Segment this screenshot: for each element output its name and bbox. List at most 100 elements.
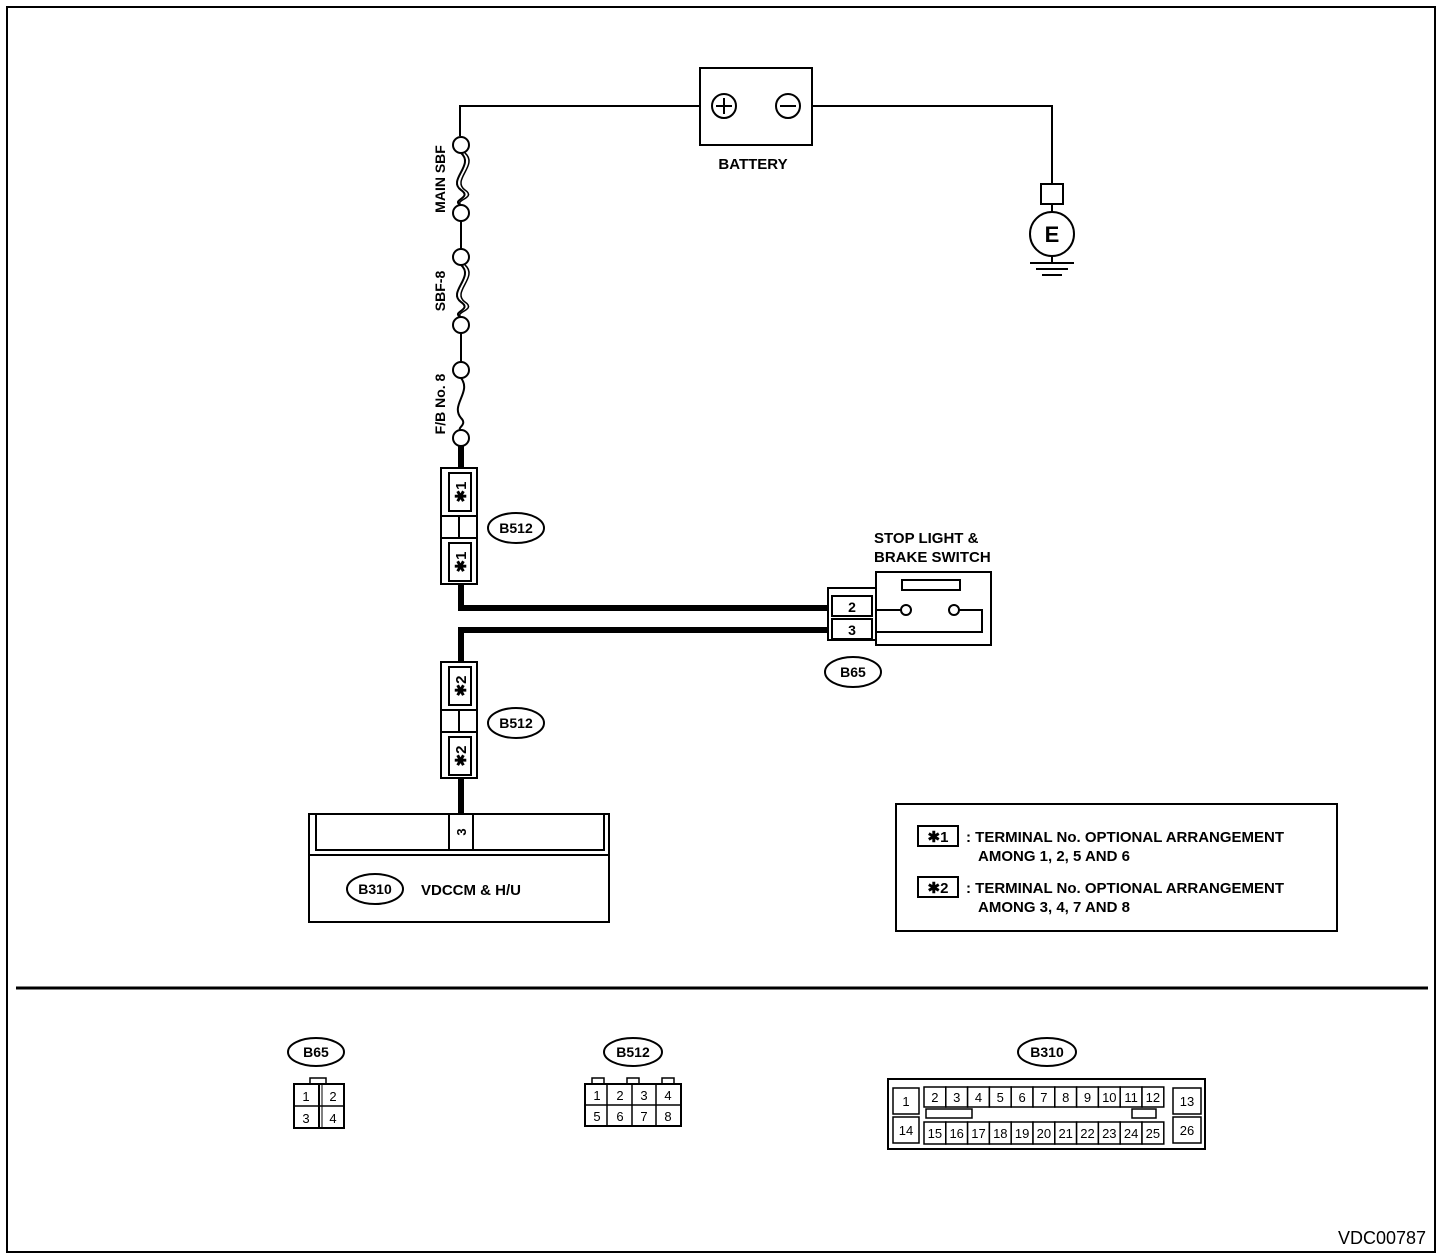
b310-view-pin-right-top: 13 xyxy=(1180,1094,1194,1109)
b512-view-pin-1: 1 xyxy=(593,1088,600,1103)
b65-view-id-badge xyxy=(287,1037,345,1067)
legend-mark-1-box xyxy=(917,825,959,847)
b512-view-pin-2: 2 xyxy=(616,1088,623,1103)
legend-mark-2-box xyxy=(917,876,959,898)
b310-view-id-badge xyxy=(1017,1037,1077,1067)
b310-view-pin-right-bottom: 26 xyxy=(1180,1123,1194,1138)
b310-view-pin-bottom-9: 24 xyxy=(1124,1126,1138,1141)
legend-2-line1: : TERMINAL No. OPTIONAL ARRANGEMENT xyxy=(966,880,1284,897)
connector-b512-upper: ✱1 ✱1 B512 xyxy=(440,467,545,585)
b310-view-pin-bottom-5: 20 xyxy=(1037,1126,1051,1141)
switch-label-line1: STOP LIGHT & xyxy=(874,530,979,547)
legend-mark-1: ✱1 xyxy=(928,829,949,846)
switch-pin-2: 2 xyxy=(848,599,856,615)
b65-view-pin-3: 3 xyxy=(302,1111,309,1126)
ground-label: E xyxy=(1045,222,1060,247)
b310-view-pin-bottom-10-box xyxy=(1141,1121,1165,1145)
b310-view-pin-bottom-10: 25 xyxy=(1146,1126,1160,1141)
b310-view-pin-top-9: 11 xyxy=(1124,1090,1138,1105)
vdccm-pin-box xyxy=(448,813,474,851)
b310-view-pin-top-2: 4 xyxy=(975,1090,982,1105)
b310-view-pin-left-top-box xyxy=(892,1087,920,1115)
fuse-fb-no8-label: F/B No. 8 xyxy=(432,373,448,434)
b310-view-pin-top-3: 5 xyxy=(997,1090,1004,1105)
b310-key-slot-left xyxy=(925,1108,973,1119)
b512-view-id-badge xyxy=(603,1037,663,1067)
b310-view-pin-left-top: 1 xyxy=(902,1094,909,1109)
b512-view-pin-8: 8 xyxy=(664,1109,671,1124)
connector-view-b512: B512 1 2 3 4 5 6 7 8 xyxy=(584,1037,682,1127)
b512-upper-id-badge xyxy=(487,512,545,544)
b512-lower-pin-bottom: ✱2 xyxy=(453,746,470,767)
b65-view-pin-4: 4 xyxy=(329,1111,336,1126)
vdccm-pin: 3 xyxy=(454,828,469,835)
b310-id: B310 xyxy=(358,881,392,897)
b310-view-pin-top-6: 8 xyxy=(1062,1090,1069,1105)
b310-view-pin-top-10-box xyxy=(1141,1086,1165,1108)
legend-box: ✱1 : TERMINAL No. OPTIONAL ARRANGEMENT A… xyxy=(895,803,1338,932)
b65-view-id: B65 xyxy=(303,1044,329,1060)
b310-view-pin-top-1: 3 xyxy=(953,1090,960,1105)
legend-1-line1: : TERMINAL No. OPTIONAL ARRANGEMENT xyxy=(966,829,1284,846)
b512-upper-id: B512 xyxy=(499,520,533,536)
b310-key-slot-right xyxy=(1131,1108,1157,1119)
b310-view-pin-top-4: 6 xyxy=(1018,1090,1025,1105)
b512-view-pin-6: 6 xyxy=(616,1109,623,1124)
b310-view-pin-top-5: 7 xyxy=(1040,1090,1047,1105)
b310-view-pin-top-8: 10 xyxy=(1102,1090,1116,1105)
ground: E xyxy=(1029,183,1075,276)
diagram-frame xyxy=(6,6,1436,1253)
b310-view-pin-top-7: 9 xyxy=(1084,1090,1091,1105)
wire-b512-upper-to-switch-pin2 xyxy=(458,582,829,611)
switch-label-line2: BRAKE SWITCH xyxy=(874,549,991,566)
wire-battery-negative xyxy=(812,105,1053,184)
battery-plus-terminal xyxy=(711,93,737,119)
b512-view-pin-5: 5 xyxy=(593,1109,600,1124)
b512-lower-id-badge xyxy=(487,707,545,739)
b310-view-pin-left-bottom-box xyxy=(892,1116,920,1144)
b310-id-badge xyxy=(346,873,404,905)
b310-view-pin-bottom-6: 21 xyxy=(1058,1126,1072,1141)
b310-view-pin-bottom-0: 15 xyxy=(928,1126,942,1141)
b512-view-id: B512 xyxy=(616,1044,650,1060)
vdccm-label: VDCCM & H/U xyxy=(421,882,521,899)
b65-view-pin-1: 1 xyxy=(302,1089,309,1104)
b310-view-pin-bottom-3: 18 xyxy=(993,1126,1007,1141)
b512-lower-pin-top: ✱2 xyxy=(453,676,470,697)
b310-view-pin-bottom-2: 17 xyxy=(971,1126,985,1141)
fuse-main-sbf: MAIN SBF xyxy=(432,136,470,222)
vdccm-hu-unit: 3 B310 VDCCM & H/U xyxy=(308,813,610,923)
battery: BATTERY xyxy=(699,67,813,173)
b310-view-pin-bottom-8: 23 xyxy=(1102,1126,1116,1141)
diagram-code: VDC00787 xyxy=(1338,1228,1426,1248)
fuse-sbf-8-label: SBF-8 xyxy=(432,271,448,312)
fuse-fb-no8: F/B No. 8 xyxy=(432,361,470,447)
b310-view-pin-right-top-box xyxy=(1172,1087,1202,1115)
b310-view-pin-top-10: 12 xyxy=(1146,1090,1160,1105)
fuse-sbf-8: SBF-8 xyxy=(432,248,470,334)
wire-switch-pin3-to-b512-lower xyxy=(458,627,829,664)
b310-view-pin-right-bottom-box xyxy=(1172,1116,1202,1144)
b512-lower-id: B512 xyxy=(499,715,533,731)
b512-view-pin-7: 7 xyxy=(640,1109,647,1124)
wire-battery-positive xyxy=(459,105,700,136)
switch-pin-2-box xyxy=(831,595,873,617)
connector-b512-lower: ✱2 ✱2 B512 xyxy=(440,661,545,779)
battery-minus-terminal xyxy=(775,93,801,119)
battery-label: BATTERY xyxy=(718,156,787,173)
b310-view-pin-bottom-1: 16 xyxy=(949,1126,963,1141)
b65-id: B65 xyxy=(840,664,866,680)
switch-pin-3-box xyxy=(831,618,873,640)
b512-upper-pin-top: ✱1 xyxy=(453,482,470,503)
legend-mark-2: ✱2 xyxy=(928,880,949,897)
b65-view-pin-2: 2 xyxy=(329,1089,336,1104)
b65-id-badge xyxy=(824,656,882,688)
b512-upper-pin-bottom: ✱1 xyxy=(453,552,470,573)
fuse-main-sbf-label: MAIN SBF xyxy=(432,145,448,213)
legend-2-line2: AMONG 3, 4, 7 AND 8 xyxy=(978,899,1130,916)
b310-view-id: B310 xyxy=(1030,1044,1064,1060)
b310-view-pin-top-0: 2 xyxy=(931,1090,938,1105)
b310-view-pin-bottom-4: 19 xyxy=(1015,1126,1029,1141)
